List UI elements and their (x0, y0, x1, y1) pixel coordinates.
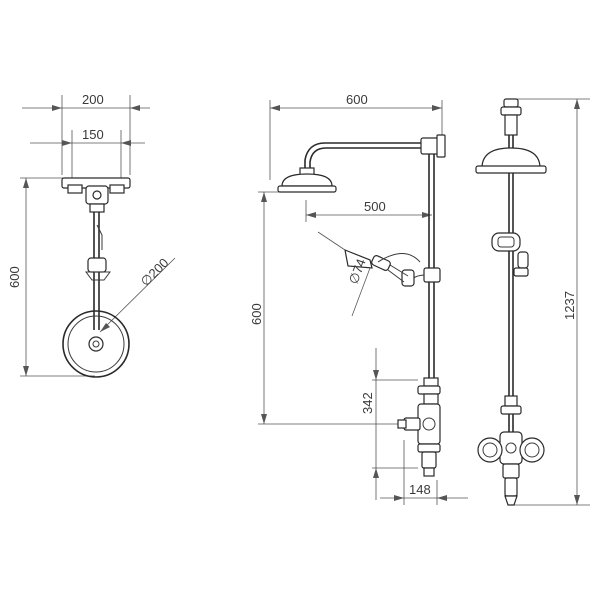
dim-200-label: 200 (82, 92, 104, 107)
front-view: 1237 (475, 98, 590, 506)
dim-200: 200 (22, 92, 150, 175)
dim-600-left: 600 (7, 177, 95, 377)
dim-342: 342 (360, 348, 418, 500)
riser-rail: ∅74 (277, 134, 446, 477)
dim-150-label: 150 (82, 127, 104, 142)
dim-1237-label: 1237 (562, 291, 577, 320)
dim-148-label: 148 (409, 482, 431, 497)
shower-head-plan (62, 310, 130, 378)
dim-600-top: 600 (269, 92, 443, 180)
plan-view: 200 150 600 (7, 92, 176, 378)
dim-148: 148 (380, 440, 468, 505)
dim-diameter-label: ∅200 (138, 255, 172, 289)
side-view: 600 500 600 342 (249, 92, 468, 505)
dim-600-mid: 600 (249, 191, 400, 425)
valve-plan: ∅200 (61, 177, 176, 333)
dim-600-top-label: 600 (346, 92, 368, 107)
dim-600-mid-label: 600 (249, 303, 264, 325)
dim-1237: 1237 (514, 98, 590, 506)
dim-342-label: 342 (360, 392, 375, 414)
dim-500: 500 (305, 199, 432, 222)
dim-150: 150 (30, 127, 145, 178)
dim-500-label: 500 (364, 199, 386, 214)
dim-600-left-label: 600 (7, 266, 22, 288)
